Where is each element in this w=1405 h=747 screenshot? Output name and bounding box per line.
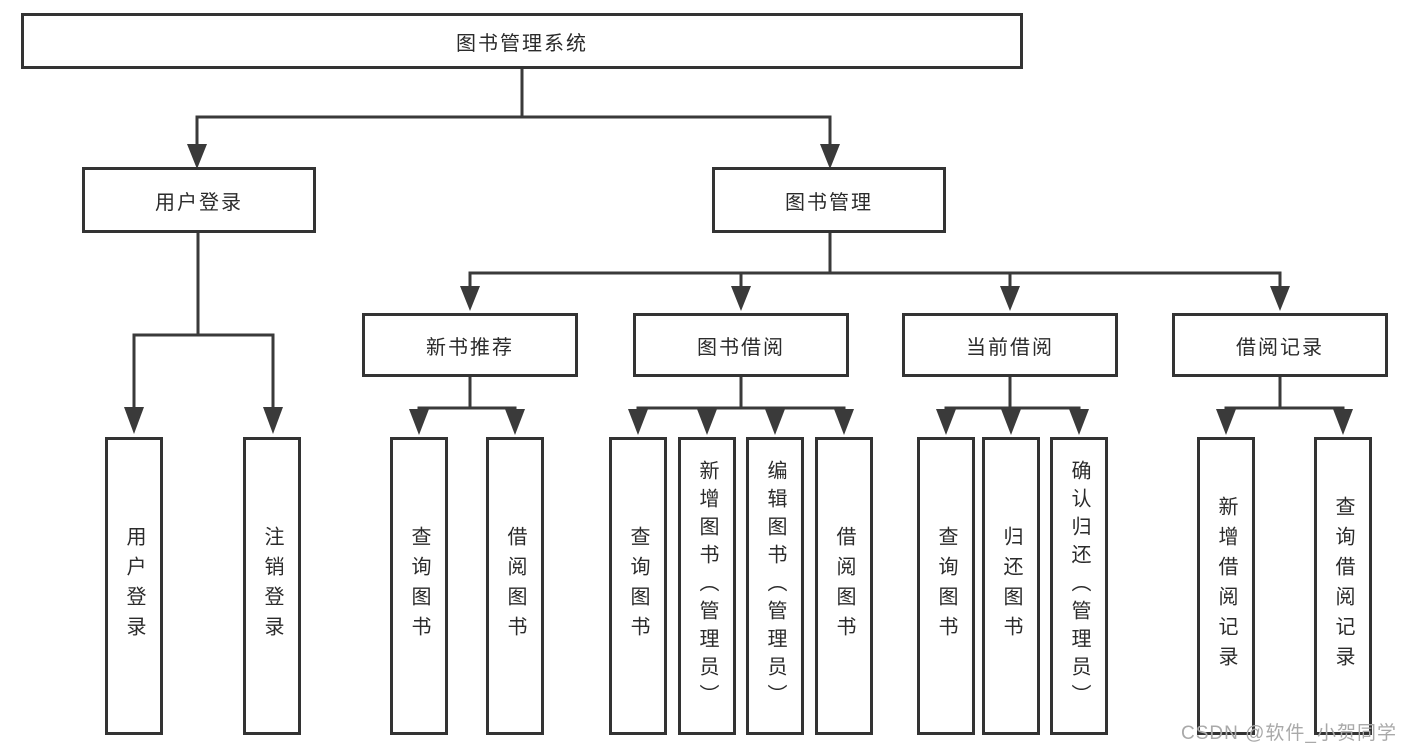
leaf-cb-return-books-label: 归还图书 [1000, 526, 1022, 646]
leaf-user-login-label: 用户登录 [123, 526, 145, 646]
leaf-nbr-query-books: 查询图书 [390, 437, 448, 735]
arrowhead-icon [628, 409, 648, 435]
connector-user-login-to-leaves [124, 233, 283, 434]
leaf-user-login: 用户登录 [105, 437, 163, 735]
arrowhead-icon [1001, 409, 1021, 435]
leaf-bb-borrow-books: 借阅图书 [815, 437, 873, 735]
node-current-borrowing: 当前借阅 [902, 313, 1118, 377]
leaf-bb-query-books: 查询图书 [609, 437, 667, 735]
node-book-management-label: 图书管理 [785, 191, 873, 214]
connector-book-management-to-level3 [460, 233, 1290, 311]
arrowhead-icon [460, 286, 480, 311]
arrowhead-icon [697, 409, 717, 435]
node-user-login-label: 用户登录 [155, 191, 243, 214]
leaf-cb-return-books: 归还图书 [982, 437, 1040, 735]
leaf-bb-edit-books-label: 编辑图书（管理员） [764, 460, 786, 712]
arrowhead-icon [1216, 409, 1236, 435]
arrowhead-icon [505, 409, 525, 435]
node-current-borrowing-label: 当前借阅 [966, 336, 1054, 359]
node-new-book-recommendation: 新书推荐 [362, 313, 578, 377]
leaf-nbr-borrow-books-label: 借阅图书 [504, 526, 526, 646]
leaf-nbr-query-books-label: 查询图书 [408, 526, 430, 646]
node-borrowing-records: 借阅记录 [1172, 313, 1388, 377]
leaf-br-query-record-label: 查询借阅记录 [1332, 496, 1354, 676]
node-new-book-recommendation-label: 新书推荐 [426, 336, 514, 359]
arrowhead-icon [124, 407, 144, 434]
node-borrowing-records-label: 借阅记录 [1236, 336, 1324, 359]
node-user-login: 用户登录 [82, 167, 316, 233]
arrowhead-icon [936, 409, 956, 435]
arrowhead-icon [187, 144, 207, 169]
leaf-cb-confirm-return: 确认归还（管理员） [1050, 437, 1108, 735]
arrowhead-icon [731, 286, 751, 311]
leaf-br-add-record: 新增借阅记录 [1197, 437, 1255, 735]
node-root: 图书管理系统 [21, 13, 1023, 69]
leaf-cb-query-books: 查询图书 [917, 437, 975, 735]
arrowhead-icon [263, 407, 283, 434]
arrowhead-icon [834, 409, 854, 435]
connector-current-borrowing-to-leaves [936, 377, 1089, 435]
arrowhead-icon [1270, 286, 1290, 311]
connector-root-to-level2 [187, 69, 840, 169]
leaf-bb-query-books-label: 查询图书 [627, 526, 649, 646]
arrowhead-icon [1333, 409, 1353, 435]
node-book-borrowing-label: 图书借阅 [697, 336, 785, 359]
leaf-logout: 注销登录 [243, 437, 301, 735]
leaf-br-add-record-label: 新增借阅记录 [1215, 496, 1237, 676]
connector-book-borrowing-to-leaves [628, 377, 854, 435]
arrowhead-icon [1000, 286, 1020, 311]
leaf-cb-query-books-label: 查询图书 [935, 526, 957, 646]
arrowhead-icon [1069, 409, 1089, 435]
leaf-bb-add-books-label: 新增图书（管理员） [696, 460, 718, 712]
leaf-bb-add-books: 新增图书（管理员） [678, 437, 736, 735]
node-book-management: 图书管理 [712, 167, 946, 233]
leaf-nbr-borrow-books: 借阅图书 [486, 437, 544, 735]
arrowhead-icon [820, 144, 840, 169]
leaf-logout-label: 注销登录 [261, 526, 283, 646]
arrowhead-icon [765, 409, 785, 435]
connector-new-book-recommendation-to-leaves [409, 377, 525, 435]
csdn-watermark: CSDN @软件_小贺同学 [1181, 723, 1397, 744]
node-book-borrowing: 图书借阅 [633, 313, 849, 377]
leaf-cb-confirm-return-label: 确认归还（管理员） [1068, 460, 1090, 712]
leaf-br-query-record: 查询借阅记录 [1314, 437, 1372, 735]
node-root-label: 图书管理系统 [456, 32, 588, 55]
leaf-bb-borrow-books-label: 借阅图书 [833, 526, 855, 646]
arrowhead-icon [409, 409, 429, 435]
leaf-bb-edit-books: 编辑图书（管理员） [746, 437, 804, 735]
connector-borrowing-records-to-leaves [1216, 377, 1353, 435]
